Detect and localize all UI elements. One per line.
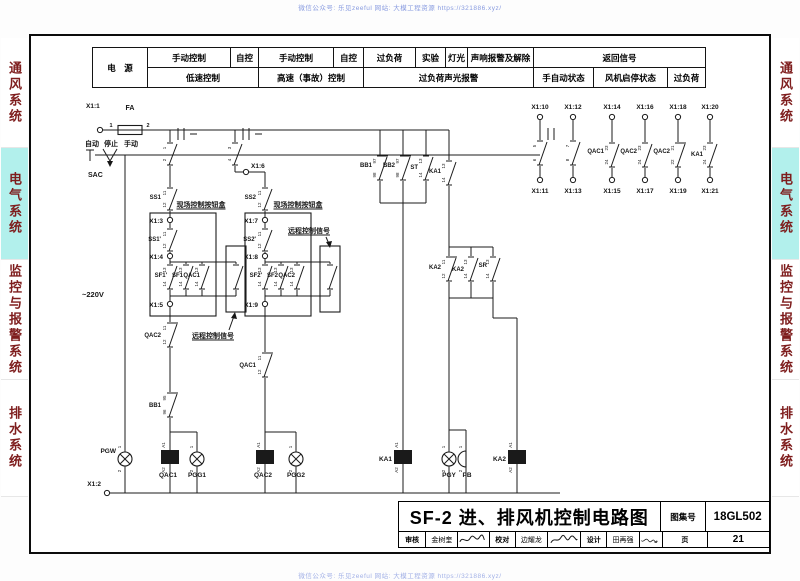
table-cell: 低速控制 [147,67,259,88]
table-cell: 风机启停状态 [593,67,668,88]
sidebar-item-1[interactable]: 通风系统 [1,38,28,148]
table-cell: 过负荷 [667,67,706,88]
signer-role: 审核 [405,536,420,544]
page-label: 页 [661,532,707,547]
table-cell: 实验 [415,47,446,68]
table-cell: 电 源 [92,47,148,88]
table-cell: 返回信号 [533,47,706,68]
table-cell: 手自动状态 [533,67,594,88]
signature-scribble [547,532,580,547]
title-block: SF-2 进、排风机控制电路图 图集号 18GL502 审核金树奎 校对边耀龙 设计… [398,501,770,548]
table-cell: 手动控制 [258,47,334,68]
table-cell: 自控 [333,47,364,68]
drawing-frame [29,34,771,554]
sidebar-item-3[interactable]: 监控与报警系统 [1,260,28,380]
signer-role: 校对 [488,532,515,547]
signer-role: 设计 [580,532,606,547]
watermark-top: 微信公众号: 乐见zeeful 网站: 大模工程资源 https://32188… [298,5,502,12]
signer-name: 金树奎 [425,532,457,547]
signer-name: 田再强 [606,532,638,547]
drawing-title: SF-2 进、排风机控制电路图 [409,507,649,528]
table-cell: 过负荷 [363,47,416,68]
signature-scribble [457,532,488,547]
table-cell: 过负荷声光报警 [363,67,534,88]
table-cell: 高速（事故）控制 [258,67,364,88]
table-cell: 自控 [230,47,259,68]
function-table: 电 源手动控制自控手动控制自控过负荷实验灯光声响报警及解除返回信号低速控制高速（… [92,47,706,88]
sidebar-item-1[interactable]: 通风系统 [772,38,799,148]
sidebar-item-3[interactable]: 监控与报警系统 [772,260,799,380]
watermark-bottom: 微信公众号: 乐见zeeful 网站: 大模工程资源 https://32188… [298,573,502,580]
signer-name: 边耀龙 [514,532,547,547]
atlas-number-value: 18GL502 [705,502,769,531]
sidebar-item-4[interactable]: 排水系统 [772,380,799,497]
sidebar-item-2[interactable]: 电气系统 [1,148,28,260]
table-cell: 灯光 [445,47,468,68]
atlas-number-label: 图集号 [659,502,706,531]
signature-scribble [638,532,662,547]
sidebar-left: 通风系统电气系统监控与报警系统排水系统 [1,36,28,497]
table-cell: 手动控制 [147,47,231,68]
sidebar-right: 通风系统电气系统监控与报警系统排水系统 [772,36,799,497]
table-cell: 声响报警及解除 [467,47,534,68]
page-number: 21 [706,532,769,547]
sidebar-item-4[interactable]: 排水系统 [1,380,28,497]
sidebar-item-2[interactable]: 电气系统 [772,148,799,260]
